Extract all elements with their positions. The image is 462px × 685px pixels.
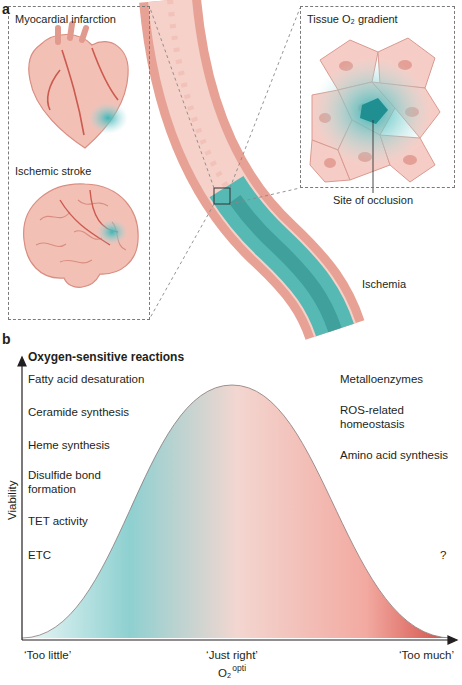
reaction-item: ? <box>440 548 446 562</box>
occlusion-marker <box>214 188 230 204</box>
reaction-item: ETC <box>28 548 51 562</box>
callout-label: Site of occlusion <box>333 194 413 207</box>
reaction-item: Metalloenzymes <box>340 372 423 386</box>
brain <box>24 184 138 287</box>
reaction-item: Ceramide synthesis <box>28 405 129 419</box>
axis-superscript: opti <box>232 663 246 674</box>
leader-line <box>373 120 374 193</box>
axis-label: ‘Just right’ <box>206 648 258 662</box>
bell-outline <box>22 385 452 638</box>
heart <box>29 24 128 148</box>
bell-curve <box>22 385 452 638</box>
zoom-lines <box>150 8 300 318</box>
axis-label: ‘Too little’ <box>24 648 71 662</box>
callout-label: Ischemia <box>362 278 406 291</box>
panel-letter: b <box>2 330 11 348</box>
reaction-item: Disulfide bond formation <box>28 468 120 496</box>
panel-letter: a <box>2 0 10 18</box>
chart-title: Oxygen-sensitive reactions <box>28 350 184 365</box>
cell-cluster <box>310 38 440 182</box>
core-cell <box>360 98 388 124</box>
axes <box>18 357 457 644</box>
panel-heading: Tissue O₂ gradient <box>307 13 398 26</box>
panel-heading: Ischemic stroke <box>15 165 91 178</box>
reaction-item: Heme synthesis <box>28 438 110 452</box>
reaction-item: ROS-related homeostasis <box>340 403 436 431</box>
axis-title: Viability <box>5 480 19 519</box>
clinical-panel: Myocardial infarctionIschemic stroke <box>8 6 150 320</box>
panel-heading: Myocardial infarction <box>15 13 116 26</box>
tissue-panel: Tissue O₂ gradient <box>300 6 455 188</box>
axis-label: ‘Too much’ <box>399 648 454 662</box>
hypoxic-core <box>312 57 432 167</box>
reaction-item: TET activity <box>28 514 88 528</box>
reaction-item: Amino acid synthesis <box>340 448 448 462</box>
reaction-item: Fatty acid desaturation <box>28 372 144 386</box>
axis-symbol: O₂ <box>218 666 231 680</box>
